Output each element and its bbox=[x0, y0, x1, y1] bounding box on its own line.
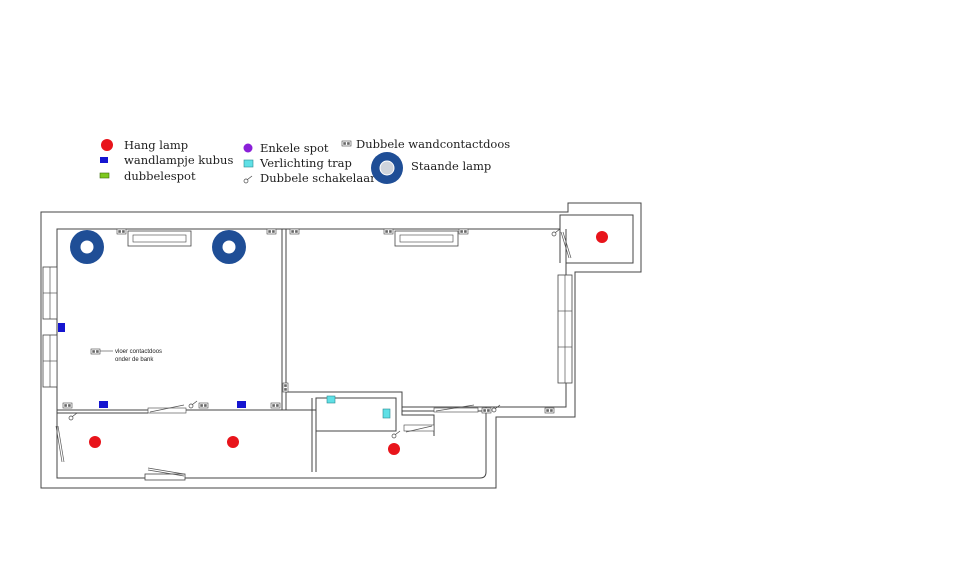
stair-wall-inner bbox=[315, 397, 397, 432]
door-corner-room bbox=[560, 231, 572, 259]
socket-2 bbox=[266, 228, 277, 235]
vloer-note-line1: vloer contactdoos bbox=[115, 349, 162, 355]
sockets bbox=[62, 228, 555, 414]
doors bbox=[55, 231, 572, 477]
door-left-strip bbox=[55, 425, 65, 463]
legend-enkele-spot: Enkele spot bbox=[243, 141, 329, 155]
legend-wandlampje-label: wandlampje kubus bbox=[124, 153, 233, 167]
socket-6 bbox=[90, 348, 101, 355]
legend-dubbele-schakelaar: Dubbele schakelaar bbox=[243, 171, 376, 185]
door-stair bbox=[403, 424, 435, 433]
wandlampje-2 bbox=[99, 401, 108, 408]
switch-4 bbox=[491, 404, 501, 413]
door-right-room bbox=[433, 404, 479, 413]
hang-lamp-icon bbox=[101, 139, 113, 151]
socket-3 bbox=[289, 228, 300, 235]
legend-staande-lamp: Staande lamp bbox=[371, 152, 491, 184]
socket-9 bbox=[270, 402, 281, 409]
vloer-contactdoos-note: vloer contactdoos onder de bank bbox=[100, 349, 162, 363]
legend-hang-lamp-label: Hang lamp bbox=[124, 138, 188, 152]
socket-10 bbox=[282, 382, 289, 393]
socket-5 bbox=[458, 228, 469, 235]
stair-wall bbox=[285, 391, 435, 436]
enkele-spot-icon bbox=[243, 143, 253, 153]
legend-hang-lamp: Hang lamp bbox=[101, 138, 188, 152]
hang-lamp-4 bbox=[596, 231, 608, 243]
hang-lamp-2 bbox=[227, 436, 239, 448]
legend: Hang lamp wandlampje kubus dubbelespot E… bbox=[99, 137, 510, 185]
legend-dubbelespot-label: dubbelespot bbox=[124, 169, 196, 183]
dubbelespot-icon bbox=[99, 172, 110, 179]
verlichting-trap-icon bbox=[243, 159, 254, 168]
switch-2 bbox=[68, 412, 78, 421]
switch-icon bbox=[243, 175, 253, 184]
inner-wall bbox=[56, 214, 634, 479]
walls bbox=[40, 202, 642, 489]
legend-verlichting-trap-label: Verlichting trap bbox=[259, 156, 352, 170]
window-left-top bbox=[42, 266, 58, 320]
vloer-note-line2: onder de bank bbox=[115, 357, 154, 363]
socket-12 bbox=[544, 407, 555, 414]
radiator-right bbox=[394, 230, 459, 247]
wandlampje-icon bbox=[100, 157, 108, 163]
wandlampje-1 bbox=[58, 323, 65, 332]
legend-wandlampje: wandlampje kubus bbox=[100, 153, 233, 167]
legend-dubbelespot: dubbelespot bbox=[99, 169, 196, 183]
switch-1 bbox=[188, 400, 198, 409]
switch-5 bbox=[551, 228, 561, 237]
legend-dubbele-schakelaar-label: Dubbele schakelaar bbox=[260, 171, 376, 185]
socket-7 bbox=[62, 402, 73, 409]
socket-1 bbox=[116, 228, 127, 235]
legend-verlichting-trap: Verlichting trap bbox=[243, 156, 352, 170]
wandlampje-3 bbox=[237, 401, 246, 408]
staande-lamp-1 bbox=[70, 230, 104, 264]
door-living-front bbox=[147, 404, 187, 414]
socket-icon bbox=[341, 140, 352, 147]
door-bottom bbox=[147, 467, 185, 477]
verlichting-trap-1 bbox=[326, 395, 336, 404]
verlichting-trap-2 bbox=[382, 408, 391, 419]
window-right bbox=[557, 274, 573, 384]
socket-8 bbox=[198, 402, 209, 409]
switches bbox=[68, 228, 561, 439]
socket-11 bbox=[481, 407, 492, 414]
radiator-left bbox=[127, 230, 192, 247]
socket-4 bbox=[383, 228, 394, 235]
outer-wall bbox=[40, 202, 642, 489]
legend-dubbele-wandcontactdoos: Dubbele wandcontactdoos bbox=[341, 137, 510, 151]
window-bottom bbox=[144, 473, 186, 481]
staande-lamp-2 bbox=[212, 230, 246, 264]
legend-enkele-spot-label: Enkele spot bbox=[260, 141, 329, 155]
windows bbox=[42, 230, 573, 481]
legend-staande-lamp-label: Staande lamp bbox=[411, 159, 491, 173]
hang-lamp-1 bbox=[89, 436, 101, 448]
staande-lamp-icon bbox=[371, 152, 403, 184]
legend-dubbele-wandcontactdoos-label: Dubbele wandcontactdoos bbox=[356, 137, 510, 151]
window-left-bottom bbox=[42, 334, 58, 388]
switch-3 bbox=[391, 430, 401, 439]
hang-lamp-3 bbox=[388, 443, 400, 455]
